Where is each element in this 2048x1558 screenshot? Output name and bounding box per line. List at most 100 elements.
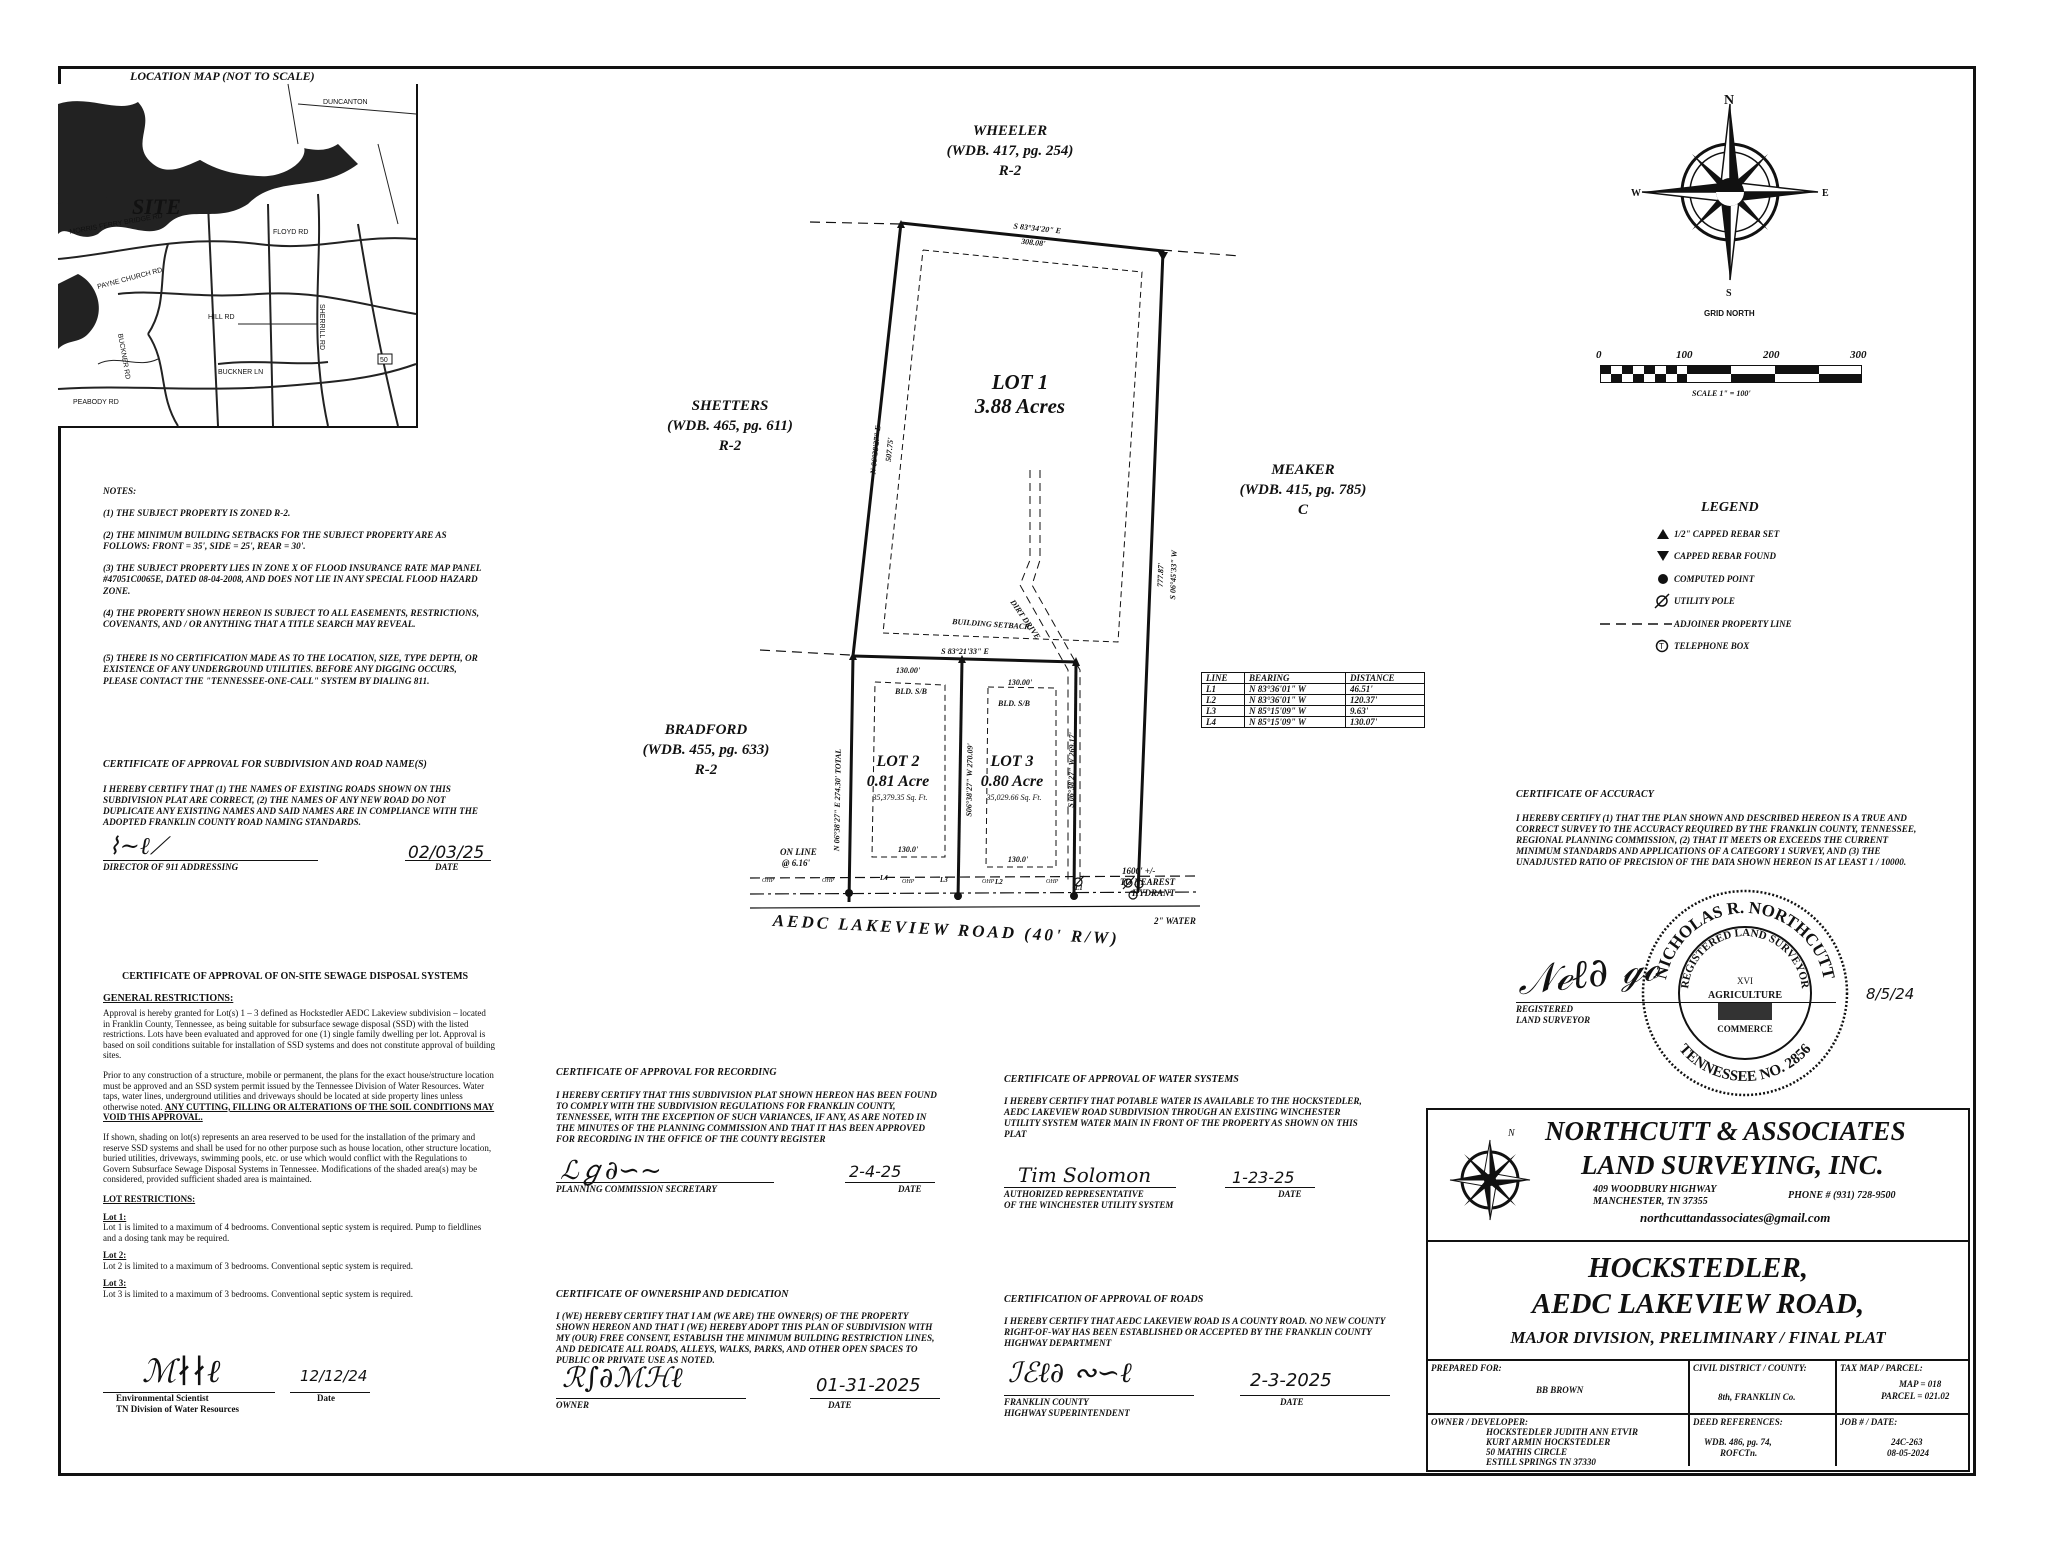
title-block: N NORTHCUTT & ASSOCIATES LAND SURVEYING,… (1426, 1108, 1970, 1472)
date-line (1225, 1187, 1315, 1188)
map-road-label: FLOYD RD (273, 229, 308, 236)
cert-ownership-body: I (WE) HEREBY CERTIFY THAT I AM (WE ARE)… (556, 1311, 935, 1365)
on-line-offset: @ 6.16' (782, 858, 810, 868)
seal-surveyor-name: NICHOLAS R. NORTHCUTT (1651, 898, 1839, 982)
mid-bearing: S 83°21'33" E (941, 647, 989, 656)
prepared-for-label: PREPARED FOR: (1431, 1363, 1502, 1373)
hydrant-distance: 1600' +/- (1122, 866, 1155, 876)
adjoiner-shetters-deed: (WDB. 465, pg. 611) (667, 418, 793, 434)
ohp-label: OHP (982, 879, 995, 885)
firm-address-2: MANCHESTER, TN 37355 (1593, 1196, 1708, 1207)
cert-road-names-body: I HEREBY CERTIFY THAT (1) THE NAMES OF E… (103, 784, 478, 827)
sewage-paragraph-1: Approval is hereby granted for Lot(s) 1 … (103, 1008, 495, 1061)
utility-pole-icon (1654, 593, 1670, 609)
hydrant-label: HYDRANT (1131, 888, 1176, 898)
cert-recording-sig-label: PLANNING COMMISSION SECRETARY (556, 1184, 717, 1194)
adjoiner-meaker-zone: C (1298, 502, 1309, 518)
map-road-label: PEABODY RD (73, 399, 119, 406)
table-cell: 46.51' (1345, 683, 1425, 695)
signature-highway: ℐℰℓ∂ ∾∽ℓ (1008, 1356, 1132, 1389)
cert-recording-body: I HEREBY CERTIFY THAT THIS SUBDIVISION P… (556, 1090, 937, 1144)
note-item: (5) THERE IS NO CERTIFICATION MADE AS TO… (103, 653, 478, 686)
compass-south: S (1726, 288, 1732, 299)
cert-sewage-sig-label2: TN Division of Water Resources (116, 1404, 239, 1414)
adjoiner-meaker-name: MEAKER (1270, 462, 1334, 478)
legend-item: T TELEPHONE BOX (1600, 636, 1930, 656)
cert-water-date-label: DATE (1278, 1189, 1302, 1199)
adjoiner-shetters-name: SHETTERS (692, 398, 769, 414)
cert-sewage-date-label: Date (317, 1393, 335, 1403)
legend-label: 1/2" CAPPED REBAR SET (1674, 529, 1780, 539)
owner-line-4: ESTILL SPRINGS TN 37330 (1486, 1457, 1596, 1467)
computed-point-icon (1658, 574, 1668, 584)
scale-tick: 100 (1676, 349, 1693, 361)
seal-graphic: NICHOLAS R. NORTHCUTT TENNESSEE NO. 2856… (1641, 889, 1849, 1097)
svg-text:T: T (1659, 642, 1664, 651)
legend-label: ADJOINER PROPERTY LINE (1674, 619, 1792, 629)
date-line (810, 1398, 940, 1399)
west-bearing: N 06°38'27" E (868, 425, 882, 476)
civil-district-label: CIVIL DISTRICT / COUNTY: (1693, 1363, 1807, 1373)
deed-label: DEED REFERENCES: (1693, 1417, 1783, 1427)
date-line (1240, 1395, 1390, 1396)
scale-tick: 0 (1596, 349, 1602, 361)
north-arrow: N S E W GRID NORTH (1620, 92, 1840, 322)
cert-roads-title: CERTIFICATION OF APPROVAL OF ROADS (1004, 1294, 1204, 1305)
legend-label: TELEPHONE BOX (1674, 641, 1750, 651)
map-road-label: BUCKNER LN (218, 369, 263, 376)
lot3-sqft: 35,029.66 Sq. Ft. (985, 793, 1041, 802)
legend-label: COMPUTED POINT (1674, 574, 1755, 584)
map-road-label: HILL RD (208, 314, 235, 321)
west-distance: 507.75' (884, 436, 896, 462)
lot3-east-bearing: S 06°38'27" W 269.17' (1066, 731, 1076, 807)
job-date: 08-05-2024 (1887, 1448, 1929, 1458)
plat-graphic: WHEELER (WDB. 417, pg. 254) R-2 SHETTERS… (643, 123, 1367, 948)
ohp-label: OHP (902, 879, 915, 885)
owner-line-3: 50 MATHIS CIRCLE (1486, 1447, 1568, 1457)
adjoiner-shetters-zone: R-2 (718, 438, 742, 454)
signature-line (1004, 1187, 1176, 1188)
cert-sewage-body: Approval is hereby granted for Lot(s) 1 … (103, 1008, 495, 1307)
lot-name: Lot 3: (103, 1278, 127, 1289)
location-map: SITE MORRIS FERRY BRIDGE RD DUNCANTON FL… (57, 83, 418, 428)
east-distance: 777.87' (1156, 562, 1166, 587)
lot2-bld-sb: BLD. S/B (894, 687, 928, 696)
job-cell: JOB # / DATE: 24C-263 08-05-2024 (1837, 1415, 1968, 1466)
lot2-east-bearing: S06°38'27" W 270.09' (964, 742, 974, 816)
scale-caption: SCALE 1" = 100' (1692, 389, 1751, 398)
ohp-label: OHP (822, 878, 835, 884)
notes-heading: NOTES: (103, 486, 137, 496)
map-route-shield: 50 (380, 357, 388, 364)
segment-label: L4 (879, 874, 888, 882)
sewage-warning: ANY CUTTING, FILLING OR ALTERATIONS OF T… (103, 1101, 495, 1123)
lot2-front-distance: 130.0' (898, 845, 919, 854)
lot2-area: 0.81 Acre (867, 773, 930, 790)
building-setback-label: BUILDING SETBACK (951, 617, 1031, 632)
firm-name-2: LAND SURVEYING, INC. (1581, 1150, 1884, 1180)
rebar-found-icon (1657, 551, 1669, 561)
plat-drawing: WHEELER (WDB. 417, pg. 254) R-2 SHETTERS… (600, 110, 1367, 970)
sewage-paragraph-2-text: Prior to any construction of a structure… (103, 1069, 494, 1112)
lot2-label: LOT 2 (875, 753, 919, 770)
cert-road-names-date-label: DATE (435, 862, 459, 872)
table-cell: 9.63' (1345, 705, 1425, 717)
tax-map-cell: TAX MAP / PARCEL: MAP = 018 PARCEL = 021… (1837, 1361, 1968, 1415)
cert-ownership-date: 01-31-2025 (816, 1375, 921, 1396)
legend-item: CAPPED REBAR FOUND (1600, 546, 1930, 566)
lot3-bld-sb: BLD. S/B (997, 699, 1031, 708)
owner-cell: OWNER / DEVELOPER: HOCKSTEDLER JUDITH AN… (1428, 1415, 1690, 1467)
compass-north: N (1724, 93, 1734, 108)
adjoiner-bradford-deed: (WDB. 455, pg. 633) (643, 742, 770, 758)
signature-environmental: ℳ∤∤ℓ (142, 1352, 221, 1390)
legend-label: CAPPED REBAR FOUND (1674, 551, 1777, 561)
cert-water-title: CERTIFICATE OF APPROVAL OF WATER SYSTEMS (1004, 1074, 1239, 1085)
cert-accuracy-sig-label: REGISTERED (1516, 1004, 1574, 1014)
prepared-for-cell: PREPARED FOR: BB BROWN (1428, 1361, 1690, 1415)
firm-section: N NORTHCUTT & ASSOCIATES LAND SURVEYING,… (1428, 1110, 1968, 1242)
lot3-top-distance: 130.00' (1008, 678, 1033, 687)
cert-roads-body: I HEREBY CERTIFY THAT AEDC LAKEVIEW ROAD… (1004, 1316, 1386, 1348)
parcel-value: PARCEL = 021.02 (1881, 1391, 1950, 1401)
note-item: (1) THE SUBJECT PROPERTY IS ZONED R-2. (103, 508, 291, 518)
lot-restriction: Lot 3 is limited to a maximum of 3 bedro… (103, 1289, 413, 1300)
